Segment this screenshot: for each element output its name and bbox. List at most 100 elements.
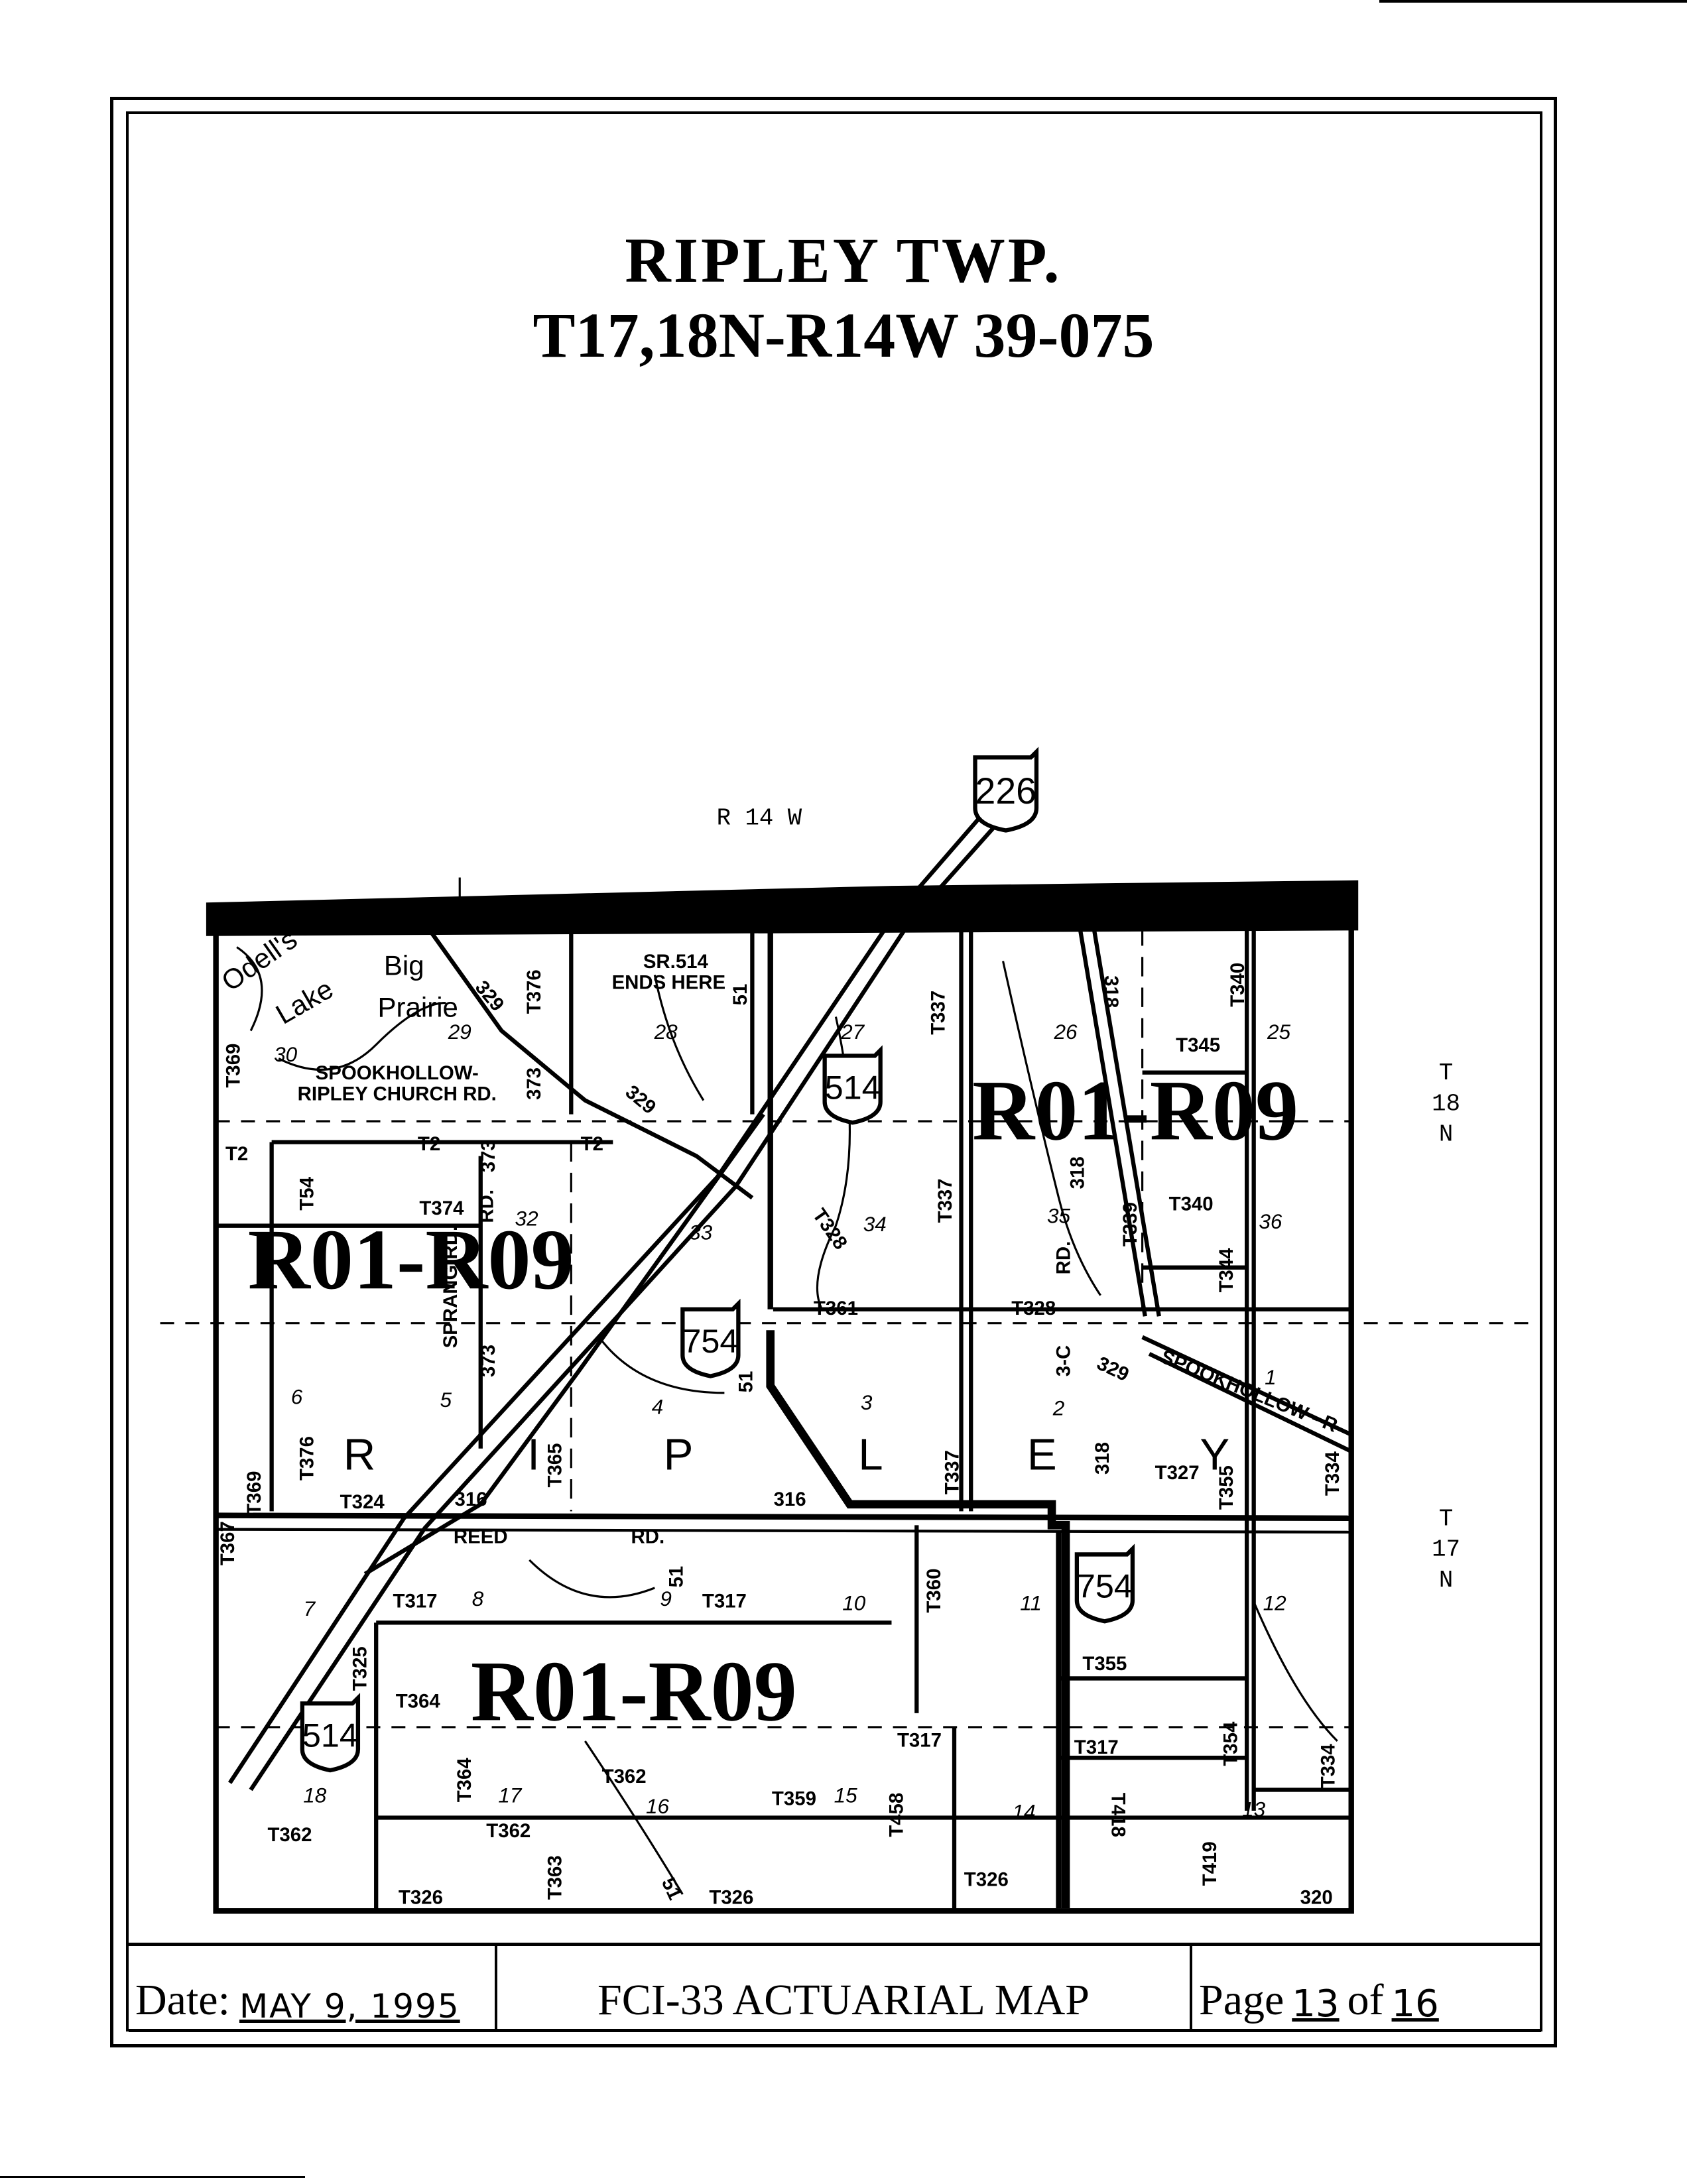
page-of: of [1347,1976,1384,2024]
place-label: Big [384,950,424,981]
road-label: T2 [225,1143,248,1165]
page-title: RIPLEY TWP. [625,225,1062,296]
road-label: T340 [1169,1193,1214,1215]
road-label: T365 [544,1443,566,1487]
road-label: 316 [455,1488,487,1510]
north-boundary-bar [206,880,1359,936]
place-label: SPOOKHOLLOW- [316,1062,479,1084]
township-label: 18 [1432,1090,1460,1117]
road-label: T54 [296,1176,318,1210]
road-label: T355 [1216,1465,1237,1510]
section-number: 32 [515,1207,539,1231]
footer-page: Page 13 of 16 [1190,1946,1541,2032]
route-shield-icon [300,1693,361,1773]
route-shield-icon [822,1045,883,1125]
scan-edge-line [1379,0,1687,3]
road-label: T376 [296,1436,318,1481]
road-label: T2 [581,1133,603,1155]
map-title: FCI-33 ACTUARIAL MAP [597,1976,1090,2024]
place-label: SR.514 [643,951,709,973]
section-number: 18 [303,1783,327,1807]
road-label: 373 [477,1345,499,1377]
road-label: T355 [1082,1653,1127,1675]
rating-label: R01-R09 [471,1644,797,1739]
road-label: 51 [657,1874,686,1904]
road-label: 318 [1100,975,1122,1008]
route-shield-icon [1074,1544,1135,1624]
route-number: 514 [302,1716,358,1754]
road-label: 3-C [1052,1345,1074,1376]
road-label: RD. [1052,1241,1074,1275]
road-label: 318 [1066,1156,1088,1189]
road-label: T369 [243,1471,265,1515]
road-label: 51 [665,1566,687,1588]
road-label: 373 [523,1067,545,1100]
road-label: T345 [1176,1034,1220,1056]
road-label: T376 [523,969,545,1014]
road-label: T359 [772,1788,816,1810]
road-label: T325 [349,1646,371,1691]
road-label: T334 [1318,1744,1340,1789]
section-number: 16 [646,1794,670,1818]
township-letter: P [664,1429,694,1479]
road-label: T328 [1011,1298,1056,1319]
place-label: Lake [271,973,338,1030]
page-border-outer [110,97,1557,2047]
road-label: T317 [1074,1736,1119,1758]
place-label: RD. [631,1526,665,1548]
section-number: 3 [861,1390,873,1414]
section-number: 33 [689,1221,713,1244]
route-shield-icon [973,747,1039,833]
place-label: RIPLEY CHURCH RD. [298,1083,497,1105]
place-label: SPOOKHOLLOW - R [1158,1346,1341,1437]
road-label: 329 [471,977,509,1016]
date-value: MAY 9, 1995 [239,1987,460,2026]
road-label: T364 [454,1758,475,1803]
road-label: T340 [1227,963,1249,1007]
place-label: ENDS HERE [612,972,726,994]
rating-label: R01-R09 [248,1212,574,1307]
road-label: T419 [1199,1841,1221,1886]
section-number: 6 [291,1385,303,1409]
road-label: T334 [1322,1451,1343,1496]
route-shield-icon [680,1298,741,1378]
road-label: T369 [222,1044,244,1088]
township-letter: E [1027,1429,1057,1479]
road-label: T458 [885,1793,907,1837]
place-label: REED [454,1526,508,1548]
road-label: T317 [393,1590,438,1612]
scan-edge-line [0,2176,305,2178]
section-number: 5 [440,1388,452,1412]
section-number: 29 [448,1020,471,1044]
section-number: 28 [654,1020,678,1044]
road-label: 316 [774,1488,806,1510]
road-label: T328 [808,1205,851,1254]
range-label: R 14 W [717,805,802,832]
section-number: 27 [840,1020,865,1044]
route-number: 226 [975,770,1036,812]
route-number: 514 [825,1069,881,1107]
road-label: T360 [923,1569,945,1613]
road-label: T354 [1219,1721,1241,1766]
township-letter: Y [1200,1429,1229,1479]
road-label: T418 [1107,1793,1129,1837]
section-number: 4 [652,1394,664,1418]
road-label: 51 [729,984,751,1006]
road-label: T324 [340,1491,385,1513]
page-label: Page [1199,1976,1284,2024]
road-label: T337 [941,1450,963,1494]
township-label: N [1439,1567,1453,1594]
page-total: 16 [1391,1982,1439,2026]
section-number: 15 [834,1783,858,1807]
township-label: T [1439,1060,1453,1087]
section-number: 17 [498,1783,523,1807]
township-letter: L [858,1429,883,1479]
road-label: T363 [544,1855,566,1900]
page-current: 13 [1292,1982,1340,2026]
section-number: 35 [1047,1203,1071,1227]
road-label: T361 [814,1298,858,1319]
road-label: RD. [476,1189,498,1223]
route-number: 754 [682,1322,738,1360]
date-label: Date: [135,1976,230,2024]
